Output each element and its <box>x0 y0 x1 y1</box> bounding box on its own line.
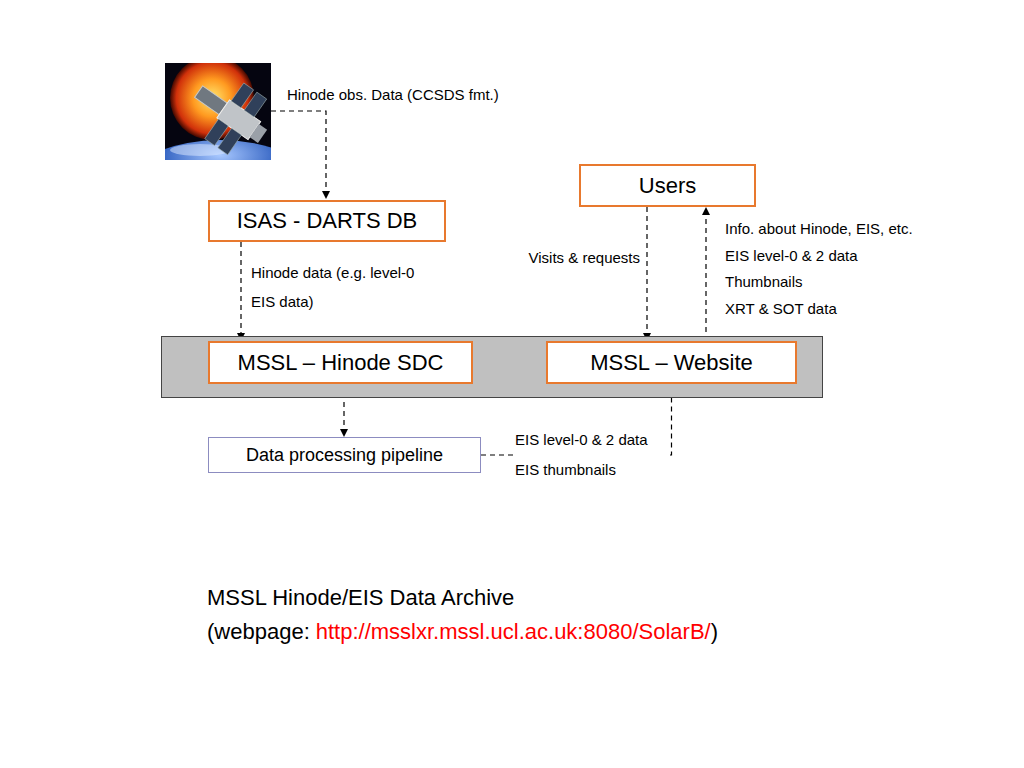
caption-url: http://msslxr.mssl.ucl.ac.uk:8080/SolarB… <box>316 615 711 648</box>
box-label: MSSL – Hinode SDC <box>238 350 444 376</box>
users-box: Users <box>579 164 756 207</box>
caption-text: (webpage: <box>207 615 310 648</box>
data-centre-box: MSSL – Hinode SDC <box>208 341 473 384</box>
info-label: XRT & SOT data <box>725 297 837 320</box>
website-box: MSSL – Website <box>546 341 797 384</box>
dashed-connector <box>705 207 706 341</box>
box-label: ISAS - DARTS DB <box>237 208 418 234</box>
dashed-connector <box>240 242 241 341</box>
downlink-arrow <box>271 111 326 199</box>
connector-label: Visits & requests <box>505 245 640 271</box>
box-label: Users <box>639 173 696 199</box>
downlink-label: Hinode obs. Data (CCSDS fmt.) <box>287 83 499 106</box>
dashed-connector <box>646 207 647 341</box>
box-label: Data processing pipeline <box>246 445 443 466</box>
info-label: Info. about Hinode, EIS, etc. <box>725 217 913 240</box>
connector-label: EIS level-0 & 2 data EIS thumbnails <box>515 425 670 485</box>
satellite-picture <box>165 63 271 160</box>
pipeline-box: Data processing pipeline <box>208 437 481 473</box>
connector-label: Hinode data (e.g. level-0 EIS data) <box>251 258 431 316</box>
info-label: EIS level-0 & 2 data <box>725 244 858 267</box>
caption-title: MSSL Hinode/EIS Data Archive <box>207 581 514 614</box>
database-box: ISAS - DARTS DB <box>208 200 446 242</box>
caption-text: ) <box>711 615 718 648</box>
server-band: MSSL – Hinode SDC MSSL – Website <box>161 336 823 398</box>
connector-group <box>241 207 706 455</box>
box-label: MSSL – Website <box>590 350 753 376</box>
info-label: Thumbnails <box>725 270 803 293</box>
